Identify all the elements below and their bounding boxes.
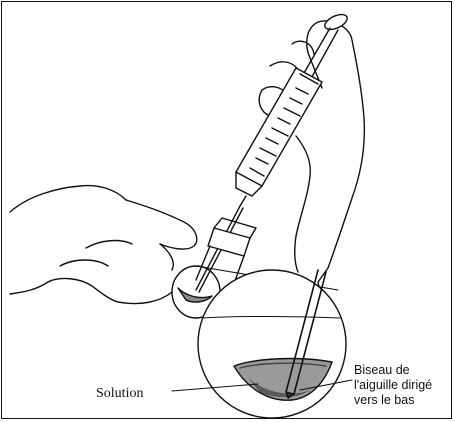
solution-label: Solution (96, 386, 143, 402)
magnified-view (198, 270, 346, 418)
vial-solution (178, 288, 212, 302)
needle-bevel-label-line: Biseau de (354, 363, 432, 378)
needle-bevel-label-line: vers le bas (354, 393, 432, 408)
needle-bevel-label: Biseau de l'aiguille dirigé vers le bas (354, 363, 432, 408)
needle-bevel-label-line: l'aiguille dirigé (354, 378, 432, 393)
left-hand (10, 186, 197, 304)
